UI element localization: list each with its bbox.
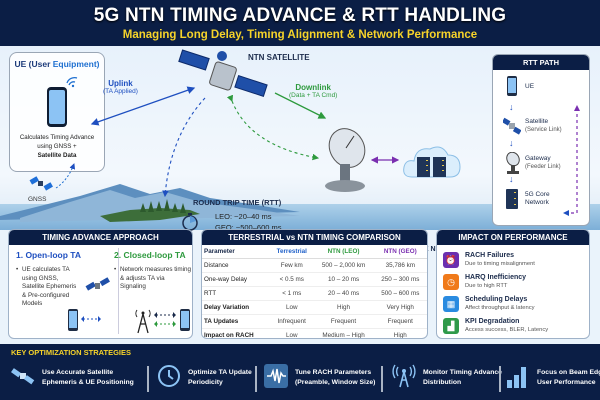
smartphone-icon [47,87,67,127]
table-header-row: Parameter Terrestrial NTN (LEO) NTN (GEO… [202,245,427,259]
rtt-path-panel: RTT PATH UE ↓ Satellite(Service Link) ↓ … [492,54,590,226]
bidirectional-arrow-icon [81,316,101,322]
satellite-dish-icon [506,152,520,174]
panel-title: TIMING ADVANCE APPROACH [9,230,192,245]
uplink-label: Uplink(TA Applied) [103,79,138,95]
header: 5G NTN TIMING ADVANCE & RTT HANDLING Man… [0,0,600,46]
satellite-icon [85,277,110,291]
rtt-path-satellite: Satellite(Service Link) [525,118,562,133]
open-loop-ta: 1. Open-loop TA UE calculates TA using G… [16,250,106,309]
comparison-table: Parameter Terrestrial NTN (LEO) NTN (GEO… [202,245,427,338]
divider [381,366,383,392]
waveform-icon [264,364,288,388]
arrow-down-icon: ↓ [509,174,514,184]
closed-loop-ta: 2. Closed-loop TA Network measures timin… [114,250,192,292]
panel-title: TERRESTRIAL vs NTN TIMING COMPARISON [202,230,427,245]
panel-title: IMPACT ON PERFORMANCE [437,230,589,245]
footer-title: KEY OPTIMIZATION STRATEGIES [11,348,132,357]
rtt-path-gateway: Gateway(Feeder Link) [525,155,561,170]
page-subtitle: Managing Long Delay, Timing Alignment & … [122,29,478,41]
server-icon [506,189,518,209]
divider [255,366,257,392]
ue-description: Calculates Timing Advance using GNSS + S… [19,134,95,159]
ntn-satellite-icon [178,49,268,97]
rtt-geo: GEO: ~500–600 ms [215,223,282,232]
clock-icon: ◷ [443,274,459,290]
gnss-satellite-icon [29,176,53,191]
smartphone-icon [68,309,78,331]
clock-icon [158,365,180,387]
smartphone-icon [507,76,517,96]
chart-icon: ▟ [443,318,459,334]
calendar-icon: ▦ [443,296,459,312]
rtt-path-ue: UE [525,83,535,90]
page-title: 5G NTN TIMING ADVANCE & RTT HANDLING [93,5,507,26]
divider [147,366,149,392]
satellite-icon [11,368,35,385]
optimization-strategies: KEY OPTIMIZATION STRATEGIES Use Accurate… [0,344,600,400]
wifi-signal-icon [66,76,78,88]
rtt-title: ROUND TRIP TIME (RTT) [193,198,282,207]
link-arrows [55,86,400,198]
antenna-signal-icon [392,364,416,388]
return-path-arrow [563,105,580,216]
alarm-icon: ⏰ [443,252,459,268]
satellite-label: NTN SATELLITE [248,53,310,62]
timing-comparison-panel: TERRESTRIAL vs NTN TIMING COMPARISON Par… [201,229,428,339]
smartphone-icon [180,309,190,331]
bidirectional-arrows-icon [154,312,176,327]
downlink-label: Downlink(Data + TA Cmd) [289,83,338,99]
core-network-label: 5G CORE NETWORK [397,246,467,253]
cell-tower-icon [135,309,151,334]
arrow-down-icon: ↓ [509,102,514,112]
divider [499,366,501,392]
signal-bars-icon [507,367,526,388]
ue-box: UE (User Equipment) Calculates Timing Ad… [9,52,105,172]
rtt-leo: LEO: ~20–40 ms [215,212,272,221]
timing-advance-approach-panel: TIMING ADVANCE APPROACH 1. Open-loop TA … [8,229,193,339]
rtt-path-title: RTT PATH [493,55,589,70]
ue-title: UE (User Equipment) [14,59,100,69]
satellite-icon [503,117,521,135]
rtt-info: ROUND TRIP TIME (RTT) LEO: ~20–40 ms GEO… [182,198,282,233]
arrow-down-icon: ↓ [509,138,514,148]
satellite-dish-icon [325,128,366,192]
cloud-server-icon [403,146,461,178]
gnss-label: GNSS [28,196,47,203]
